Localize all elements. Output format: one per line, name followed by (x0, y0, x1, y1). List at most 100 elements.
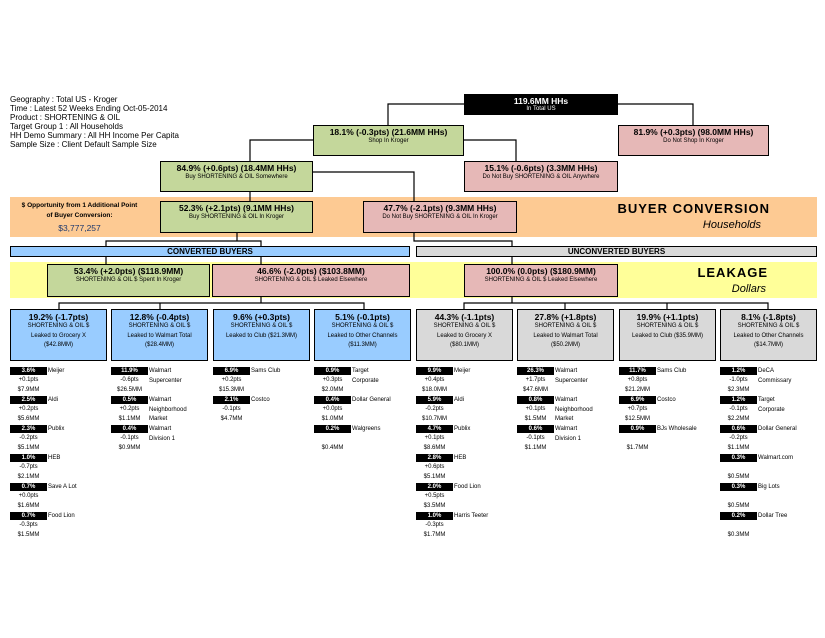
node-label-line3: ($50.2MM) (550, 342, 580, 348)
retailer-change: +0.1pts (424, 435, 445, 441)
retailer-share: 1.2% (720, 396, 757, 404)
node-value: 8.1% (-1.8pts) (741, 312, 796, 322)
retailer-change: -0.1pts (729, 406, 748, 412)
retailer-name-line: DeCA (758, 368, 775, 374)
node-total-us[interactable]: 119.6MM HHs In Total US (464, 94, 618, 115)
retailer-name: Dollar General (758, 425, 797, 435)
retailer-name-line: Corporate (352, 377, 379, 384)
node-leak-channel[interactable]: 12.8% (-0.4pts)SHORTENING & OIL $Leaked … (111, 309, 208, 361)
node-value: 27.8% (+1.8pts) (534, 312, 597, 322)
filter-time: Time : Latest 52 Weeks Ending Oct-05-201… (10, 103, 168, 113)
retailer-share: 0.2% (720, 512, 757, 520)
retailer-dollars: $5.6MM (17, 416, 40, 422)
retailer-name-line: Neighborhood (149, 406, 187, 413)
node-label: Buy SHORTENING & OIL Somewhere (185, 174, 288, 180)
retailer-name-line: Meijer (48, 368, 65, 374)
node-do-not-shop-kroger[interactable]: 81.9% (+0.3pts) (98.0MM HHs) Do Not Shop… (618, 125, 769, 156)
node-unconverted-leaked-elsewhere[interactable]: 100.0% (0.0pts) ($180.9MM) SHORTENING & … (464, 264, 618, 297)
node-leak-channel[interactable]: 44.3% (-1.1pts)SHORTENING & OIL $Leaked … (416, 309, 513, 361)
retailer-name-line: Aldi (48, 397, 59, 403)
retailer-name: Sams Club (657, 367, 686, 377)
node-value: 52.3% (+2.1pts) (9.1MM HHs) (178, 203, 295, 213)
node-leak-channel[interactable]: 5.1% (-0.1pts)SHORTENING & OIL $Leaked t… (314, 309, 411, 361)
node-label-line1: SHORTENING & OIL $ (636, 323, 699, 329)
retailer-dollars: $8.6MM (423, 445, 446, 451)
retailer-dollars: $0.5MM (727, 503, 750, 509)
node-leak-channel[interactable]: 9.6% (+0.3pts)SHORTENING & OIL $Leaked t… (213, 309, 310, 361)
retailer-dollars: $1.0MM (321, 416, 344, 422)
retailer-name-line: Walmart (555, 426, 578, 432)
retailer-change: -0.1pts (222, 406, 241, 412)
retailer-dollars: $7.9MM (17, 387, 40, 393)
node-buy-somewhere[interactable]: 84.9% (+0.6pts) (18.4MM HHs) Buy SHORTEN… (160, 161, 313, 192)
retailer-name: Sams Club (251, 367, 280, 377)
retailer-change: +0.8pts (627, 377, 648, 383)
retailer-share: 2.8% (416, 454, 453, 462)
retailer-share: 0.3% (720, 483, 757, 491)
retailer-change: -0.7pts (19, 464, 38, 470)
node-leak-channel[interactable]: 8.1% (-1.8pts)SHORTENING & OIL $Leaked t… (720, 309, 817, 361)
node-label: Do Not Buy SHORTENING & OIL In Kroger (382, 214, 498, 220)
retailer-change: -0.1pts (526, 435, 545, 441)
retailer-name-line: Neighborhood (555, 406, 593, 413)
retailer-change: +1.7pts (525, 377, 546, 383)
retailer-name-line: Save A Lot (48, 484, 77, 490)
retailer-change: +0.1pts (18, 377, 39, 383)
node-leak-channel[interactable]: 19.2% (-1.7pts)SHORTENING & OIL $Leaked … (10, 309, 107, 361)
retailer-name-line: Walmart (555, 368, 578, 374)
node-value: 12.8% (-0.4pts) (129, 312, 190, 322)
retailer-name-line: Publix (454, 426, 471, 432)
retailer-share: 0.4% (111, 425, 148, 433)
node-do-not-buy-anywhere[interactable]: 15.1% (-0.6pts) (3.3MM HHs) Do Not Buy S… (464, 161, 618, 192)
retailer-name: Food Lion (454, 483, 481, 493)
node-leak-channel[interactable]: 19.9% (+1.1pts)SHORTENING & OIL $Leaked … (619, 309, 716, 361)
node-label-line2: Leaked to Grocery X (436, 332, 493, 339)
node-spent-in-kroger[interactable]: 53.4% (+2.0pts) ($118.9MM) SHORTENING & … (47, 264, 210, 297)
retailer-name-line: Dollar General (758, 426, 797, 432)
node-do-not-buy-in-kroger[interactable]: 47.7% (-2.1pts) (9.3MM HHs) Do Not Buy S… (363, 201, 517, 233)
retailer-change: +0.7pts (627, 406, 648, 412)
retailer-share: 0.7% (10, 483, 47, 491)
node-converted-leaked-elsewhere[interactable]: 46.6% (-2.0pts) ($103.8MM) SHORTENING & … (212, 264, 410, 297)
retailer-name-line: BJs Wholesale (657, 426, 697, 432)
node-shop-in-kroger[interactable]: 18.1% (-0.3pts) (21.6MM HHs) Shop In Kro… (313, 125, 464, 156)
node-label-line1: SHORTENING & OIL $ (534, 323, 597, 329)
node-label: Do Not Shop In Kroger (663, 138, 724, 144)
node-buy-in-kroger[interactable]: 52.3% (+2.1pts) (9.1MM HHs) Buy SHORTENI… (160, 201, 313, 233)
node-leak-channel[interactable]: 27.8% (+1.8pts)SHORTENING & OIL $Leaked … (517, 309, 614, 361)
retailer-change: +0.2pts (119, 406, 140, 412)
